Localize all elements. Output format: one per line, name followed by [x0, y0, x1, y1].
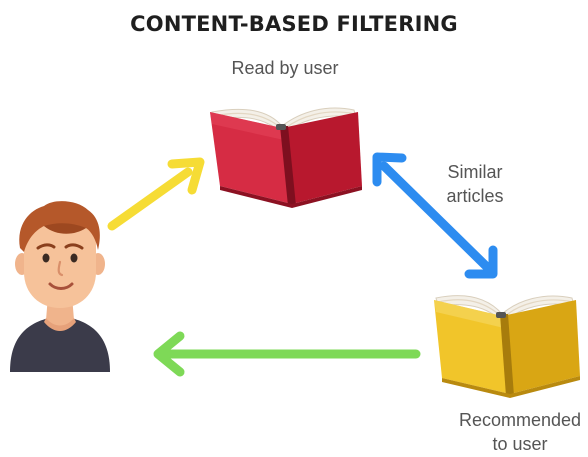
- similar-articles-line2: articles: [446, 186, 504, 206]
- diagram-title: CONTENT-BASED FILTERING: [130, 12, 458, 36]
- recommended-line1: Recommended: [458, 410, 582, 430]
- similar-articles-label: Similar articles: [435, 160, 515, 208]
- read-by-user-label: Read by user: [231, 58, 339, 78]
- similar-articles-line1: Similar: [447, 162, 503, 182]
- red-book-icon: [210, 107, 362, 208]
- yellow-book-icon: [434, 295, 580, 398]
- arrow-to-read-book: [107, 157, 205, 231]
- user-avatar: [10, 201, 110, 372]
- recommended-label: Recommended to user: [420, 408, 588, 456]
- arrow-recommendation: [153, 331, 421, 377]
- arrow-similar-articles: [372, 152, 498, 279]
- recommended-line2: to user: [492, 434, 548, 454]
